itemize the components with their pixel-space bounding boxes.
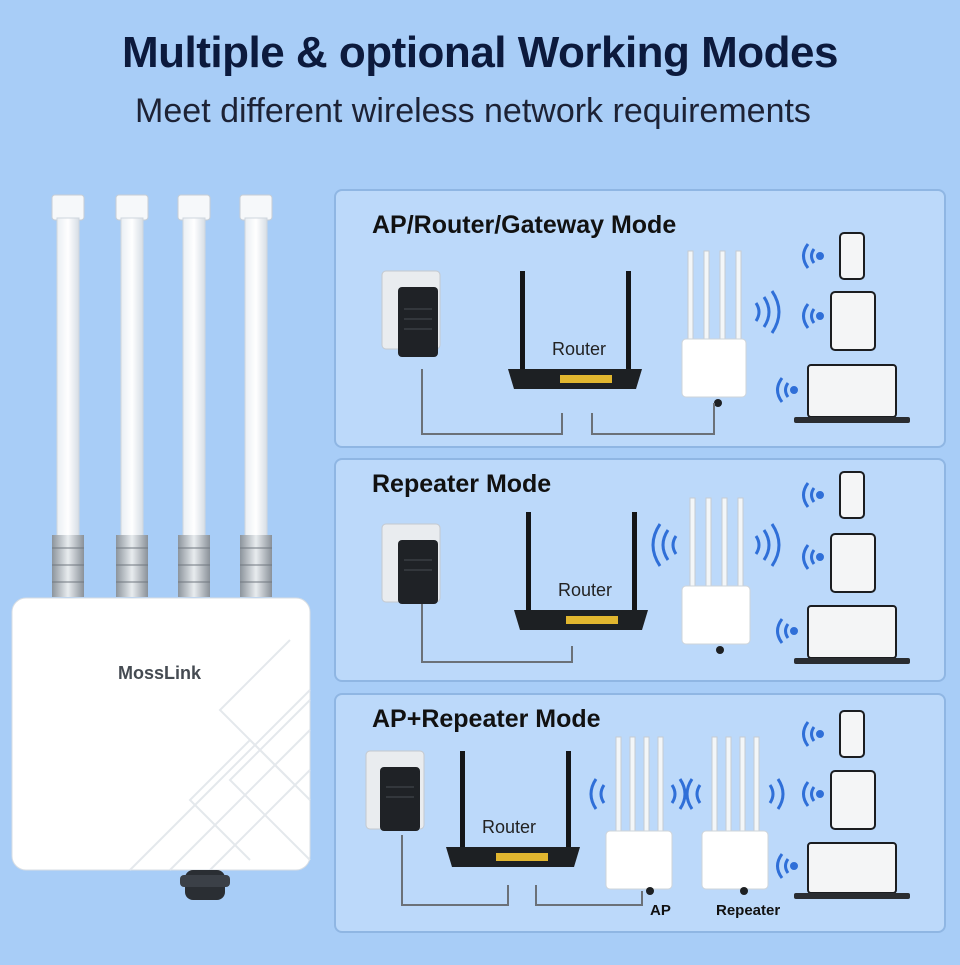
ap-device-icon <box>681 250 747 407</box>
router-icon <box>508 271 642 389</box>
mode-panel-ap-router: AP/Router/Gateway Mode Router <box>334 189 946 448</box>
phone-icon <box>839 710 865 758</box>
phone-icon <box>839 471 865 519</box>
router-label: Router <box>482 817 536 837</box>
antenna-group <box>51 194 273 597</box>
power-adapter-icon <box>381 523 441 604</box>
power-adapter-icon <box>365 750 425 831</box>
mode-panel-repeater: Repeater Mode Router <box>334 458 946 682</box>
repeater-device-icon <box>681 497 751 654</box>
ap-device-icon <box>605 736 673 895</box>
product-image: MossLink <box>11 194 311 900</box>
router-icon <box>446 751 580 867</box>
wifi-signal-icon <box>754 290 781 334</box>
tablet-icon <box>830 770 876 830</box>
laptop-icon <box>794 364 910 423</box>
page-subtitle: Meet different wireless network requirem… <box>135 92 811 130</box>
wifi-signal-icon <box>651 523 781 567</box>
mode-title-ap-router: AP/Router/Gateway Mode <box>372 211 677 239</box>
power-adapter-icon <box>381 270 441 357</box>
tablet-icon <box>830 533 876 593</box>
tablet-icon <box>830 291 876 351</box>
repeater-label: Repeater <box>716 902 780 919</box>
laptop-icon <box>794 842 910 899</box>
brand-logo: MossLink <box>118 663 202 683</box>
ap-label: AP <box>650 902 671 919</box>
router-label: Router <box>552 339 606 359</box>
mode-panel-ap-repeater: AP+Repeater Mode Router <box>334 693 946 933</box>
repeater-device-icon <box>701 736 769 895</box>
router-icon <box>514 512 648 630</box>
mode-title-repeater: Repeater Mode <box>372 470 552 498</box>
mode-title-ap-repeater: AP+Repeater Mode <box>372 705 601 733</box>
laptop-icon <box>794 605 910 664</box>
page-title: Multiple & optional Working Modes <box>122 28 839 77</box>
router-label: Router <box>558 580 612 600</box>
wifi-signal-icon <box>589 778 785 810</box>
phone-icon <box>839 232 865 280</box>
